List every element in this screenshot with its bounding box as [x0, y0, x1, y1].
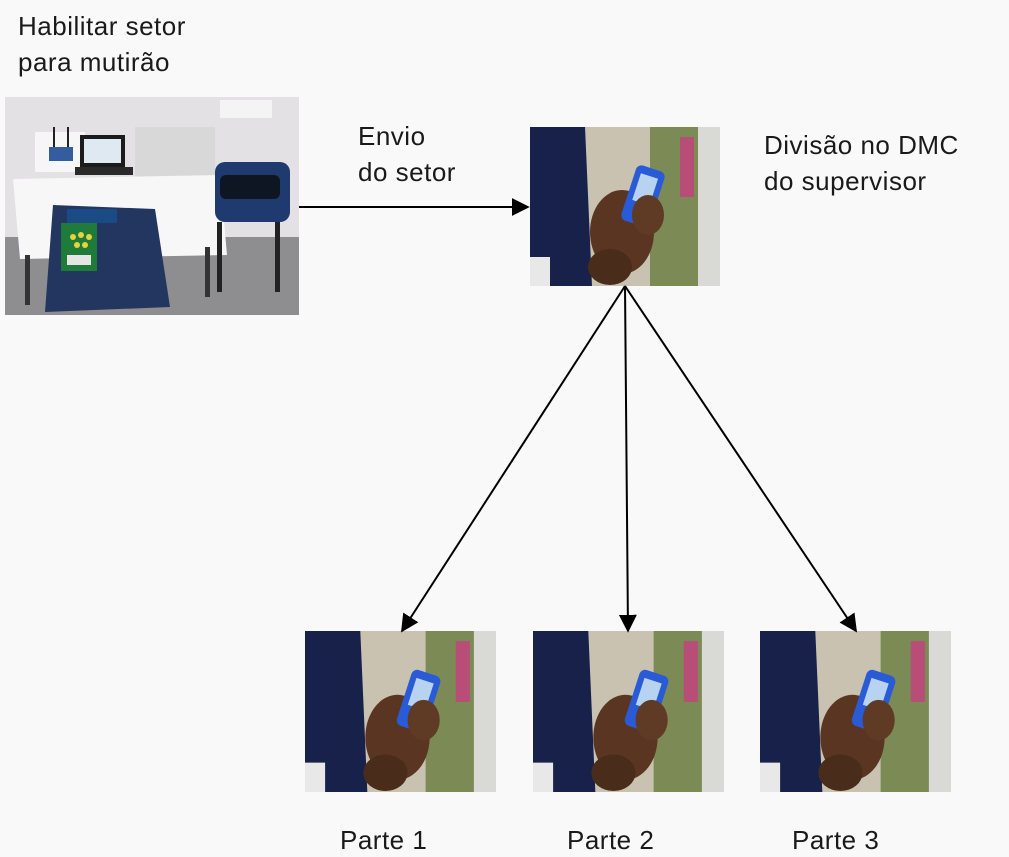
- split-arrow-part-3: [624, 285, 858, 633]
- part-3-label: Parte 3: [792, 825, 880, 855]
- part-2-label: Parte 2: [567, 825, 655, 855]
- part-1-label: Parte 1: [340, 825, 428, 855]
- split-arrow-part-1: [401, 285, 626, 633]
- split-arrow-part-2: [618, 285, 637, 633]
- part-2-device-photo: [533, 631, 724, 792]
- part-3-device-photo: [760, 631, 951, 792]
- part-1-device-photo: [305, 631, 496, 792]
- supervisor-division-label: Divisão no DMC do supervisor: [764, 130, 959, 196]
- supervisor-device-photo: [530, 127, 720, 286]
- setup-room-photo: [5, 97, 299, 315]
- setup-step-label: Habilitar setor para mutirão: [18, 11, 186, 77]
- send-sector-label: Envio do setor: [358, 121, 456, 187]
